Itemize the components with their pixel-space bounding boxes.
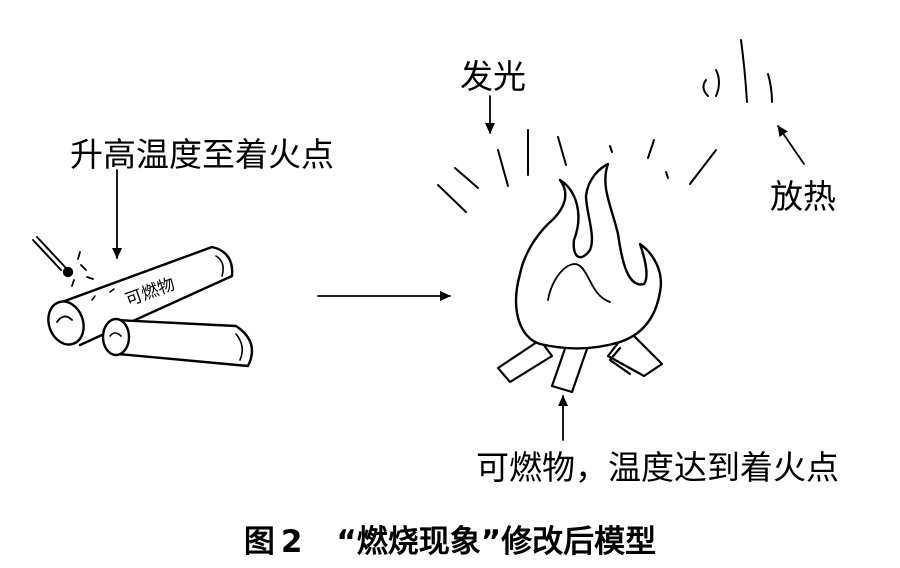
match-icon bbox=[32, 236, 94, 287]
flame-icon bbox=[514, 162, 663, 350]
light-rays-icon bbox=[437, 129, 717, 213]
release-heat-label: 放热 bbox=[770, 177, 836, 216]
heat-waves-icon bbox=[702, 39, 773, 103]
caption-number: 2 bbox=[280, 524, 303, 560]
caption-prefix: 图 bbox=[243, 524, 275, 560]
caption-title: “燃烧现象”修改后模型 bbox=[336, 524, 657, 560]
emit-light-label: 发光 bbox=[460, 57, 526, 96]
release-heat-arrow bbox=[777, 125, 805, 165]
combustible-log-front bbox=[101, 317, 254, 368]
condition-label: 可燃物，温度达到着火点 bbox=[476, 448, 839, 487]
combustible-log-back bbox=[47, 245, 234, 347]
heat-up-label: 升高温度至着火点 bbox=[70, 135, 334, 174]
